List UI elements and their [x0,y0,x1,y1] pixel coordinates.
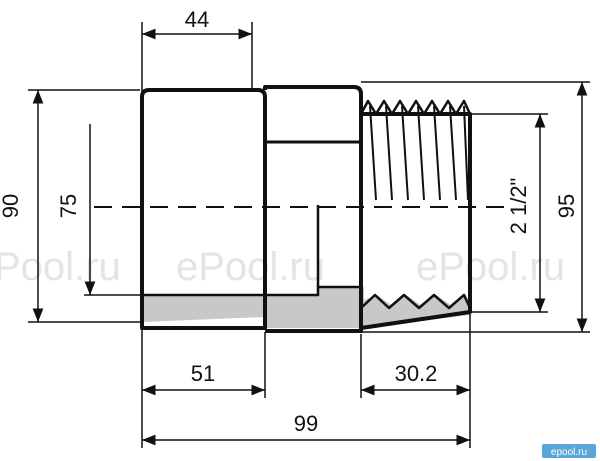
dim-label-51: 51 [191,361,215,386]
thread-teeth-top [359,99,472,116]
socket-outline [140,88,267,330]
logo-text: epool.ru [551,447,587,458]
thread-flanks [369,105,469,201]
dim-label-44: 44 [185,7,209,32]
watermark-right: ePool.ru [416,245,565,289]
dim-label-99: 99 [294,411,318,436]
dim-label-30-2: 30.2 [395,361,438,386]
dim-label-thread: 2 1/2" [506,178,531,235]
dimension-lines [32,28,588,446]
section-fill [142,287,470,328]
thread-outline [360,112,472,330]
thread-teeth-bottom [360,293,472,310]
dim-label-90: 90 [0,194,23,218]
dim-label-75: 75 [56,194,81,218]
dimension-labels: 44 90 75 2 1/2" 95 51 30.2 99 [0,7,579,436]
watermarks: Pool.ru ePool.ru ePool.ru [0,245,565,289]
extension-lines [28,22,590,448]
fitting-body [140,85,472,333]
hex-outline [263,85,363,333]
watermark-center: ePool.ru [176,245,325,289]
watermark-left: Pool.ru [0,245,121,289]
logo-badge: epool.ru [542,444,596,458]
dim-label-95: 95 [554,194,579,218]
